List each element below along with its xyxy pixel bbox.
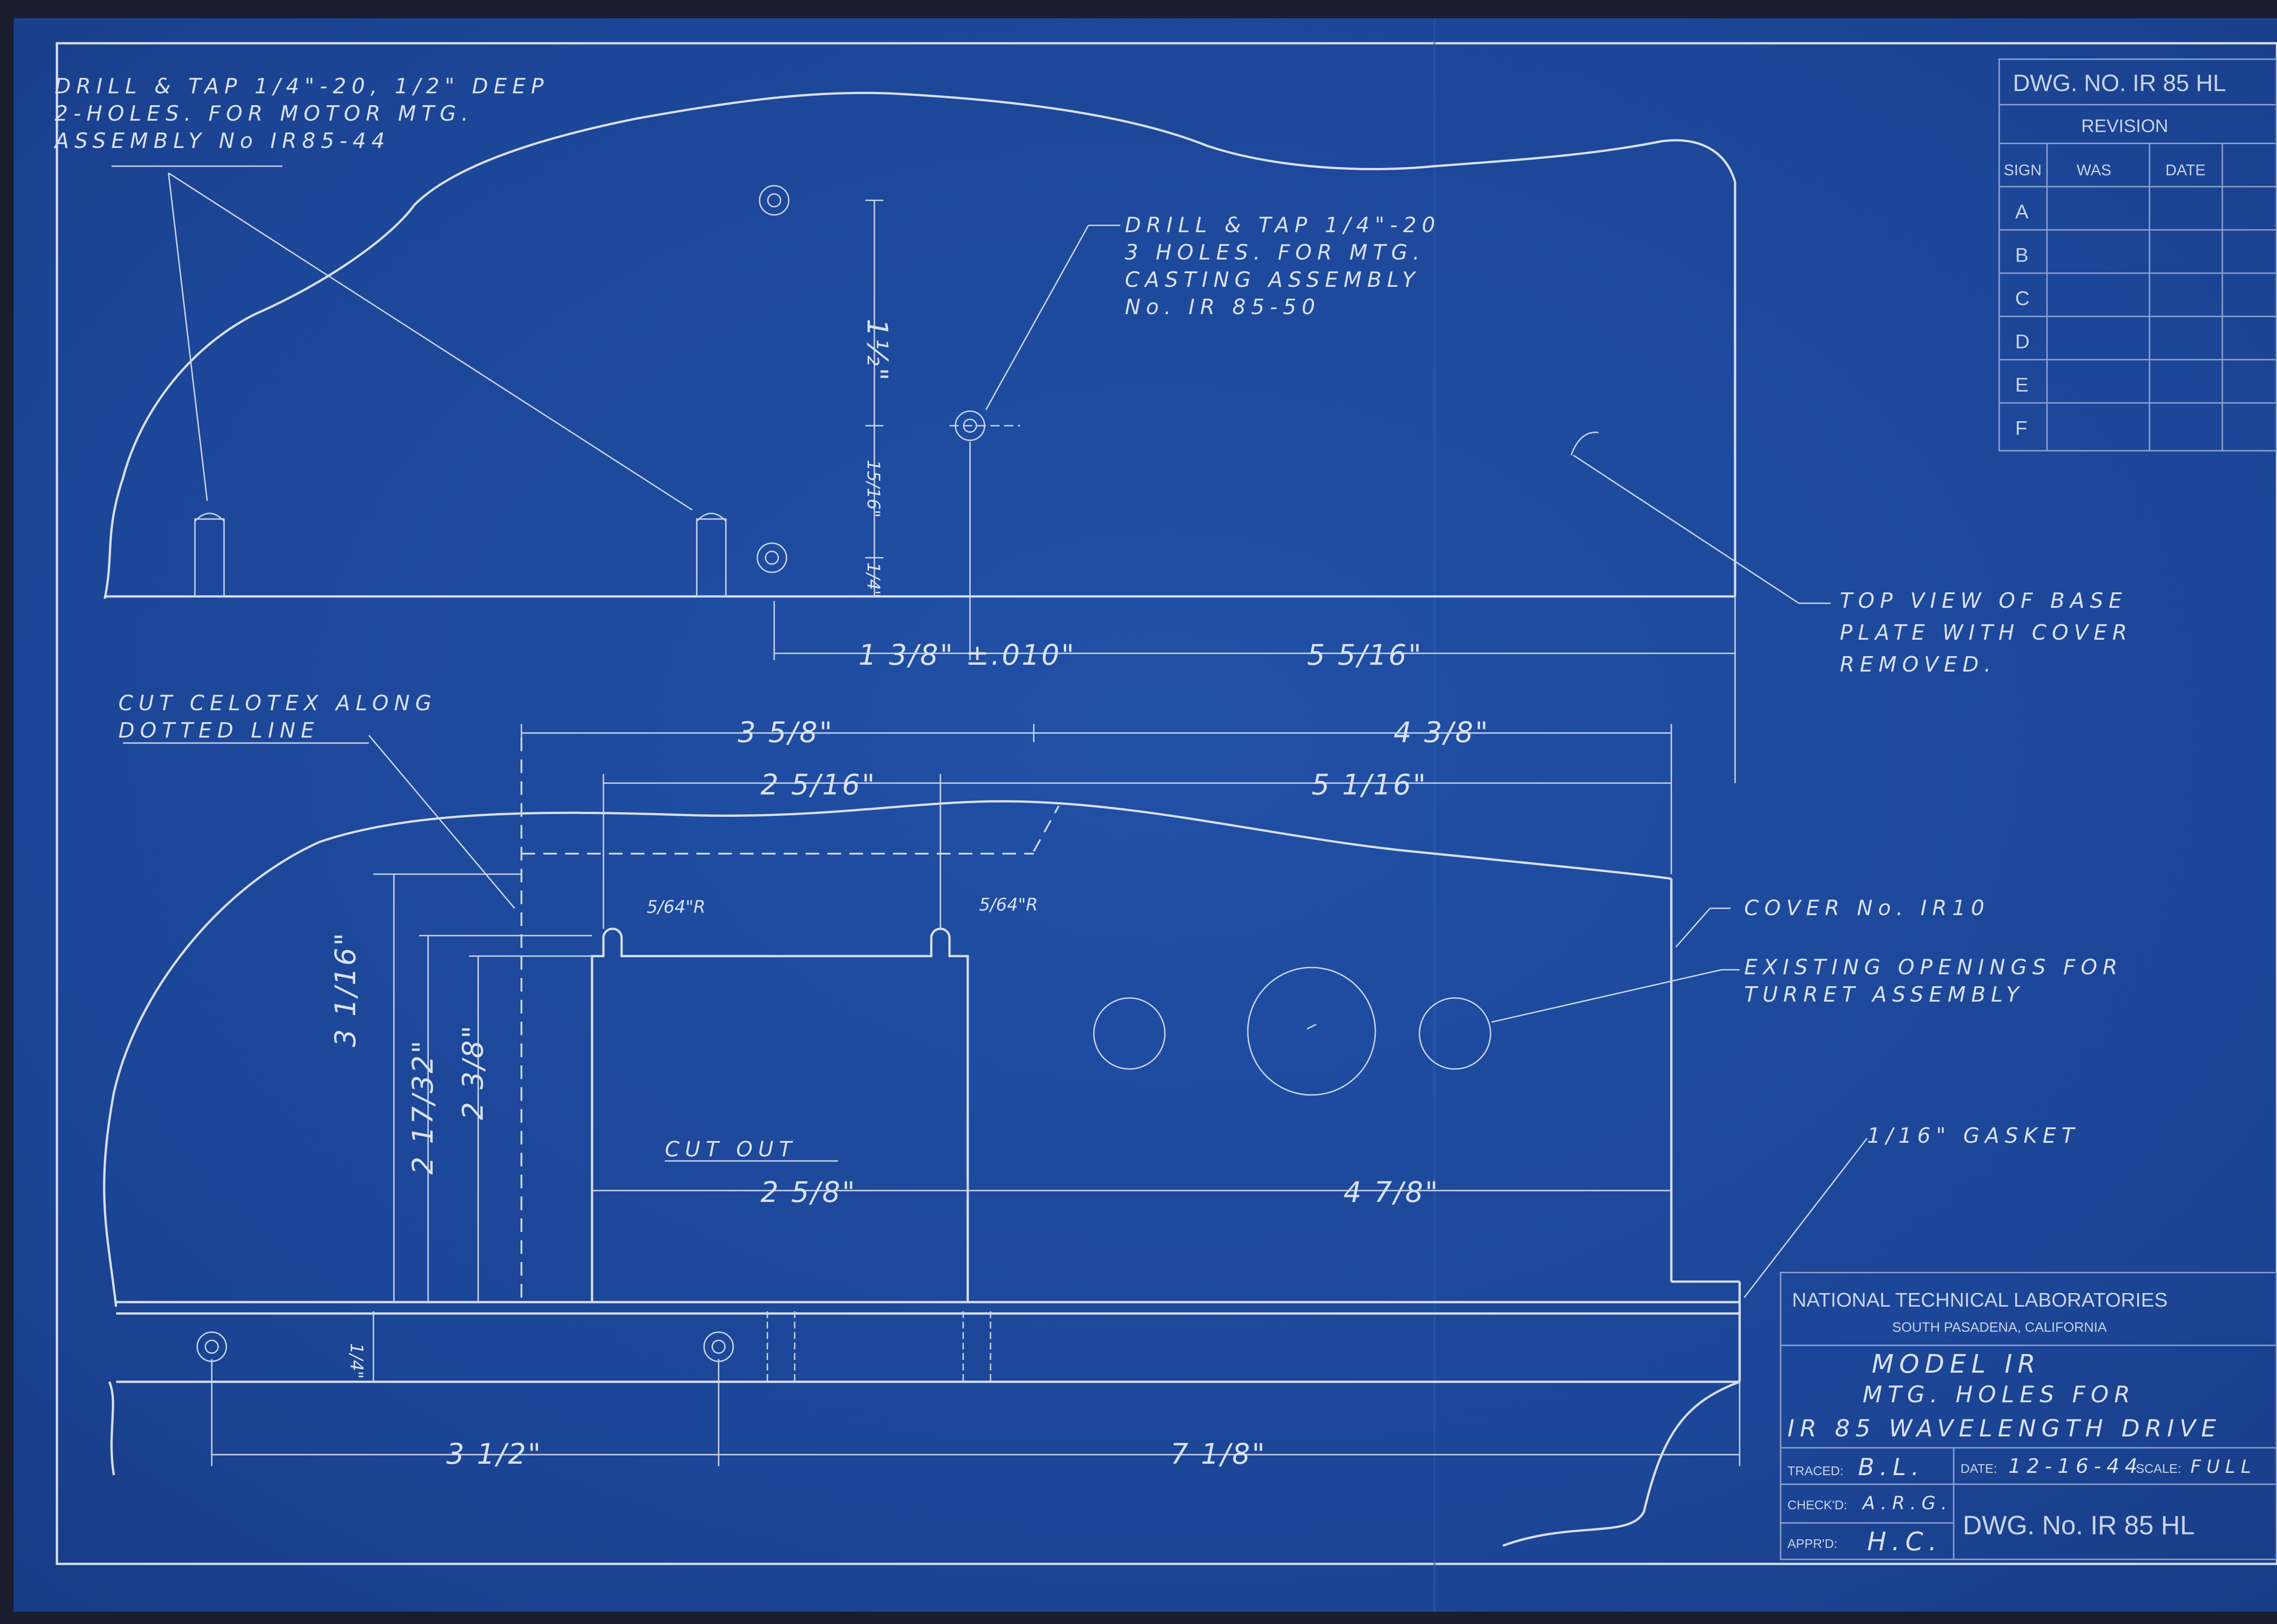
top-dim-5-5-16: 5 5/16" bbox=[1307, 638, 1423, 672]
company-name: NATIONAL TECHNICAL LABORATORIES bbox=[1792, 1289, 2168, 1311]
revision-row-a: A bbox=[2015, 201, 2029, 223]
mtg-hole-middle bbox=[950, 410, 1020, 441]
dim-2-5-8: 2 5/8" bbox=[761, 1176, 857, 1209]
approved-value: H.C. bbox=[1867, 1527, 1942, 1557]
svg-text:DOTTED LINE: DOTTED LINE bbox=[118, 718, 320, 743]
cutout-outline bbox=[591, 927, 969, 1302]
svg-text:EXISTING OPENINGS FOR: EXISTING OPENINGS FOR bbox=[1744, 955, 2123, 979]
top-view: 1½" 15/16" 1/4" 1 3/8" ±.010" 5 5/16" DR… bbox=[53, 74, 2132, 783]
revision-header-sign: SIGN bbox=[2004, 162, 2042, 179]
top-view-break-outline bbox=[103, 92, 1736, 599]
dim-7-1-8: 7 1/8" bbox=[1170, 1437, 1266, 1471]
scale-value: FULL bbox=[2190, 1456, 2257, 1477]
svg-text:PLATE WITH COVER: PLATE WITH COVER bbox=[1840, 620, 2132, 645]
title-dwg-no: DWG. No. IR 85 HL bbox=[1963, 1511, 2195, 1540]
motor-post-1 bbox=[194, 518, 225, 597]
top-dim-1-3-8: 1 3/8" ±.010" bbox=[858, 638, 1076, 672]
revision-title: REVISION bbox=[2081, 116, 2168, 136]
top-view-note: TOP VIEW OF BASE PLATE WITH COVER REMOVE… bbox=[1840, 588, 2132, 677]
svg-text:CUT CELOTEX ALONG: CUT CELOTEX ALONG bbox=[118, 691, 437, 715]
svg-text:3 HOLES. FOR MTG.: 3 HOLES. FOR MTG. bbox=[1125, 240, 1425, 265]
approved-label: APPR'D: bbox=[1787, 1537, 1838, 1551]
checked-label: CHECK'D: bbox=[1787, 1498, 1847, 1512]
drawing-title-3: IR 85 WAVELENGTH DRIVE bbox=[1787, 1415, 2221, 1442]
revision-dwg-no: DWG. NO. IR 85 HL bbox=[2013, 70, 2226, 97]
front-view-break-outline bbox=[103, 800, 1672, 1307]
svg-text:DRILL & TAP 1/4"-20: DRILL & TAP 1/4"-20 bbox=[1125, 213, 1440, 237]
turret-opening-1 bbox=[1093, 997, 1166, 1070]
blueprint-paper bbox=[14, 18, 2277, 1612]
front-view: 3 5/8" 4 3/8" 2 5/16" 5 1/16" 5/64"R 5/6… bbox=[103, 691, 2123, 1547]
radius-label-2: 5/64"R bbox=[979, 895, 1038, 915]
date-value: 12-16-44 bbox=[2008, 1455, 2143, 1478]
traced-label: TRACED: bbox=[1787, 1464, 1843, 1478]
svg-text:TOP VIEW OF BASE: TOP VIEW OF BASE bbox=[1840, 588, 2127, 613]
date-label: DATE: bbox=[1960, 1461, 1997, 1476]
drawing-border bbox=[56, 42, 2277, 1565]
revision-row-b: B bbox=[2015, 244, 2028, 266]
drawing-title-1: MODEL IR bbox=[1872, 1349, 2041, 1379]
dim-4-3-8: 4 3/8" bbox=[1394, 716, 1490, 749]
dim-4-7-8: 4 7/8" bbox=[1343, 1176, 1440, 1209]
dim-5-1-16: 5 1/16" bbox=[1312, 768, 1428, 801]
svg-text:No. IR 85-50: No. IR 85-50 bbox=[1125, 295, 1321, 319]
cutout-label: CUT OUT bbox=[665, 1137, 797, 1161]
revision-row-d: D bbox=[2015, 331, 2030, 353]
drill-casting-note: DRILL & TAP 1/4"-20 3 HOLES. FOR MTG. CA… bbox=[1088, 213, 1440, 319]
mtg-hole-top bbox=[759, 185, 790, 216]
turret-opening-2 bbox=[1247, 967, 1376, 1096]
dim-3-5-8: 3 5/8" bbox=[738, 716, 834, 749]
revision-row-e: E bbox=[2015, 374, 2028, 396]
revision-block: DWG. NO. IR 85 HL REVISION SIGN WAS DATE… bbox=[1998, 58, 2277, 452]
svg-text:REMOVED.: REMOVED. bbox=[1840, 652, 1996, 677]
dim-2-5-16: 2 5/16" bbox=[761, 768, 877, 801]
revision-row-c: C bbox=[2015, 287, 2030, 310]
top-dim-1-4: 1/4" bbox=[863, 562, 883, 598]
drawing-title-2: MTG. HOLES FOR bbox=[1863, 1381, 2135, 1408]
traced-value: B.L. bbox=[1858, 1454, 1925, 1481]
svg-text:ASSEMBLY No IR85-44: ASSEMBLY No IR85-44 bbox=[53, 128, 390, 153]
top-dim-1-1-8: 1½" bbox=[861, 319, 894, 382]
top-dim-15-16: 15/16" bbox=[863, 460, 883, 518]
turret-opening-3 bbox=[1419, 997, 1491, 1070]
dim-2-3-8: 2 3/8" bbox=[456, 1024, 490, 1120]
svg-text:CASTING ASSEMBLY: CASTING ASSEMBLY bbox=[1125, 267, 1420, 292]
dim-3-1-16: 3 1/16" bbox=[329, 931, 362, 1047]
motor-post-2 bbox=[696, 518, 727, 597]
revision-header-date: DATE bbox=[2165, 162, 2206, 179]
revision-header-was: WAS bbox=[2077, 162, 2111, 179]
celotex-note: CUT CELOTEX ALONG DOTTED LINE bbox=[118, 691, 437, 744]
mtg-hole-bottom bbox=[756, 542, 787, 573]
dim-3-1-2: 3 1/2" bbox=[446, 1437, 542, 1471]
company-location: SOUTH PASADENA, CALIFORNIA bbox=[1892, 1320, 2107, 1335]
checked-value: A.R.G. bbox=[1861, 1493, 1952, 1514]
cover-note: COVER No. IR10 bbox=[1744, 896, 1990, 920]
svg-text:TURRET ASSEMBLY: TURRET ASSEMBLY bbox=[1744, 982, 2024, 1007]
openings-note: EXISTING OPENINGS FOR TURRET ASSEMBLY bbox=[1744, 955, 2123, 1007]
dim-2-17-32: 2 17/32" bbox=[406, 1039, 439, 1175]
title-block: NATIONAL TECHNICAL LABORATORIES SOUTH PA… bbox=[1780, 1272, 2277, 1560]
scale-label: SCALE: bbox=[2136, 1461, 2181, 1476]
svg-text:DRILL & TAP 1/4"-20, 1/2" DEEP: DRILL & TAP 1/4"-20, 1/2" DEEP bbox=[55, 74, 549, 98]
drill-motor-note: DRILL & TAP 1/4"-20, 1/2" DEEP 2-HOLES. … bbox=[53, 74, 549, 167]
radius-label-1: 5/64"R bbox=[647, 897, 705, 917]
dim-1-4-base: 1/4" bbox=[347, 1343, 367, 1379]
svg-text:2-HOLES. FOR MOTOR MTG.: 2-HOLES. FOR MOTOR MTG. bbox=[55, 101, 474, 126]
gasket-note: 1/16" GASKET bbox=[1867, 1123, 2080, 1148]
revision-row-f: F bbox=[2015, 417, 2027, 439]
